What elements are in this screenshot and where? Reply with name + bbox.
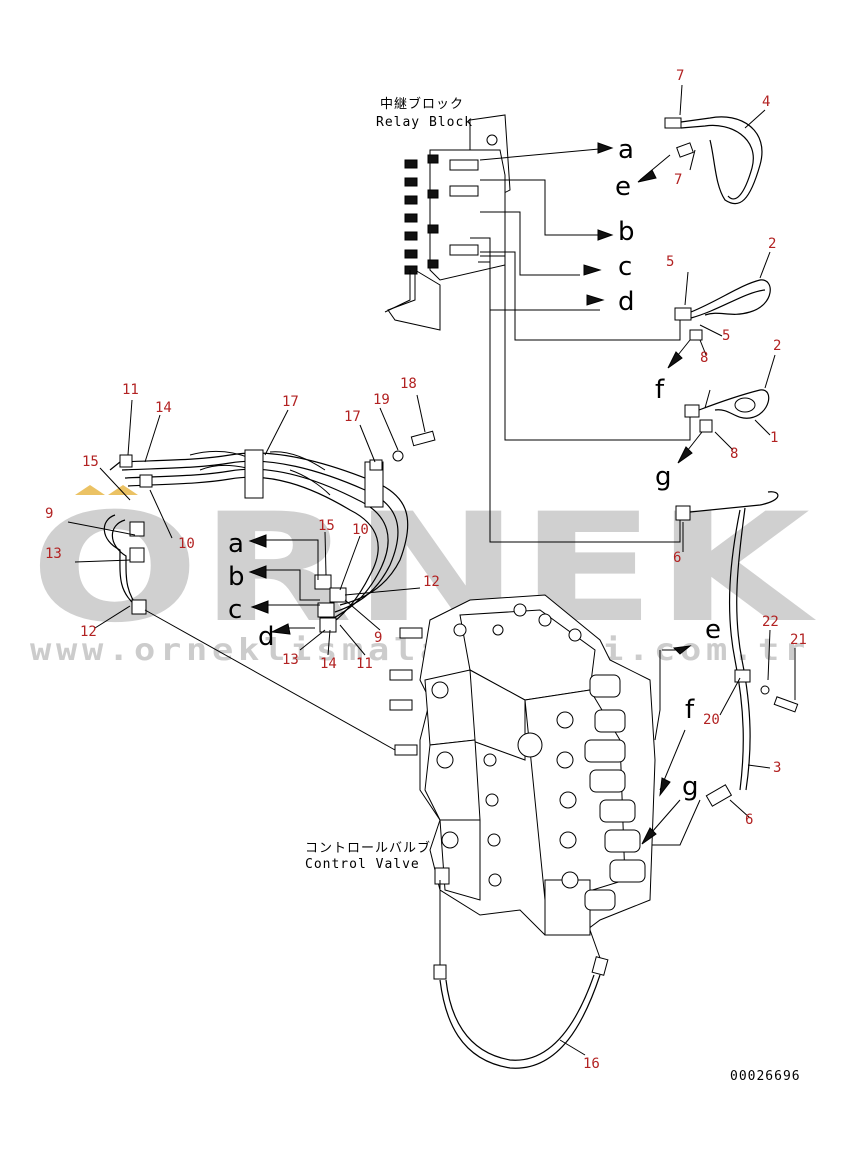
part-label-11a: 11: [122, 382, 139, 398]
valve-left-fittings: [389, 627, 450, 885]
relay-block-jp-caption: 中継ブロック: [380, 96, 464, 112]
valve-ports: [431, 603, 582, 889]
left-letter-c: c: [228, 595, 242, 625]
relay-block: 中継ブロック Relay Block: [376, 96, 511, 331]
control-valve-jp-caption: コントロールバルブ: [305, 840, 431, 856]
hose-assembly-2-upper: [667, 279, 771, 369]
pipe-assembly-3: [645, 491, 799, 846]
part-label-13a: 13: [45, 546, 62, 562]
part-label-14b: 14: [320, 656, 337, 672]
relay-letter-d: d: [618, 287, 635, 317]
watermark-accent-mark: [75, 485, 105, 495]
part-label-2a: 2: [768, 236, 776, 252]
part-label-18: 18: [400, 376, 417, 392]
drawing-number: 00026696: [730, 1069, 801, 1084]
valve-letter-f: f: [685, 695, 695, 725]
part-label-7a: 7: [676, 68, 684, 84]
control-valve-en-caption: Control Valve: [305, 857, 420, 872]
left-letter-d: d: [258, 622, 275, 652]
part-label-20: 20: [703, 712, 720, 728]
part-label-1: 1: [770, 430, 778, 446]
part-label-17b: 17: [344, 409, 361, 425]
part-label-4: 4: [762, 94, 770, 110]
part-label-16: 16: [583, 1056, 600, 1072]
watermark-accent-mark-2: [108, 485, 138, 495]
part-label-9a: 9: [45, 506, 53, 522]
hose-assembly-4: [637, 116, 763, 205]
left-pipe-bundle: [103, 430, 436, 751]
part-label-8a: 8: [700, 350, 708, 366]
left-letter-a: a: [228, 529, 244, 559]
part-label-21: 21: [790, 632, 807, 648]
connection-letters: a e b c d f g a b c d e f g: [228, 135, 721, 802]
part-label-5b: 5: [722, 328, 730, 344]
relay-letter-e: e: [615, 172, 631, 202]
part-label-12a: 12: [80, 624, 97, 640]
leader-lines: [67, 84, 796, 1056]
part-label-10b: 10: [352, 522, 369, 538]
relay-fittings: [404, 154, 479, 275]
part-label-3: 3: [773, 760, 781, 776]
part-label-14a: 14: [155, 400, 172, 416]
part-label-17a: 17: [282, 394, 299, 410]
part-label-6a: 6: [673, 550, 681, 566]
part-label-10a: 10: [178, 536, 195, 552]
relay-letter-b: b: [618, 217, 635, 247]
relay-letter-c: c: [618, 252, 632, 282]
part-label-2b: 2: [773, 338, 781, 354]
part-label-7b: 7: [674, 172, 682, 188]
part-label-22: 22: [762, 614, 779, 630]
relay-letter-a: a: [618, 135, 634, 165]
part-label-13b: 13: [282, 652, 299, 668]
valve-letter-e: e: [705, 615, 721, 645]
part-label-15a: 15: [82, 454, 99, 470]
part-label-15b: 15: [318, 518, 335, 534]
watermark-brand: ORNEK: [30, 482, 816, 656]
left-letter-b: b: [228, 562, 245, 592]
valve-letter-g: g: [682, 772, 699, 802]
valve-right-fittings: [584, 674, 646, 911]
part-label-5a: 5: [666, 254, 674, 270]
part-label-19: 19: [373, 392, 390, 408]
part-label-9b: 9: [374, 630, 382, 646]
part-labels: 7 4 7 2 5 5 8 2 1 8 6 22 21 20 3 6 16 18…: [45, 68, 807, 1072]
part-label-12b: 12: [423, 574, 440, 590]
hose-16: [433, 880, 609, 1069]
part-label-11b: 11: [356, 656, 373, 672]
part-label-8b: 8: [730, 446, 738, 462]
control-valve: コントロールバルブ Control Valve: [305, 594, 692, 936]
relay-connection-lines: [384, 142, 691, 543]
relay-letter-g: g: [655, 462, 672, 492]
hose-assembly-2-lower: [677, 389, 770, 464]
relay-letter-f: f: [655, 375, 665, 405]
part-label-6b: 6: [745, 812, 753, 828]
relay-block-en-caption: Relay Block: [376, 115, 473, 130]
